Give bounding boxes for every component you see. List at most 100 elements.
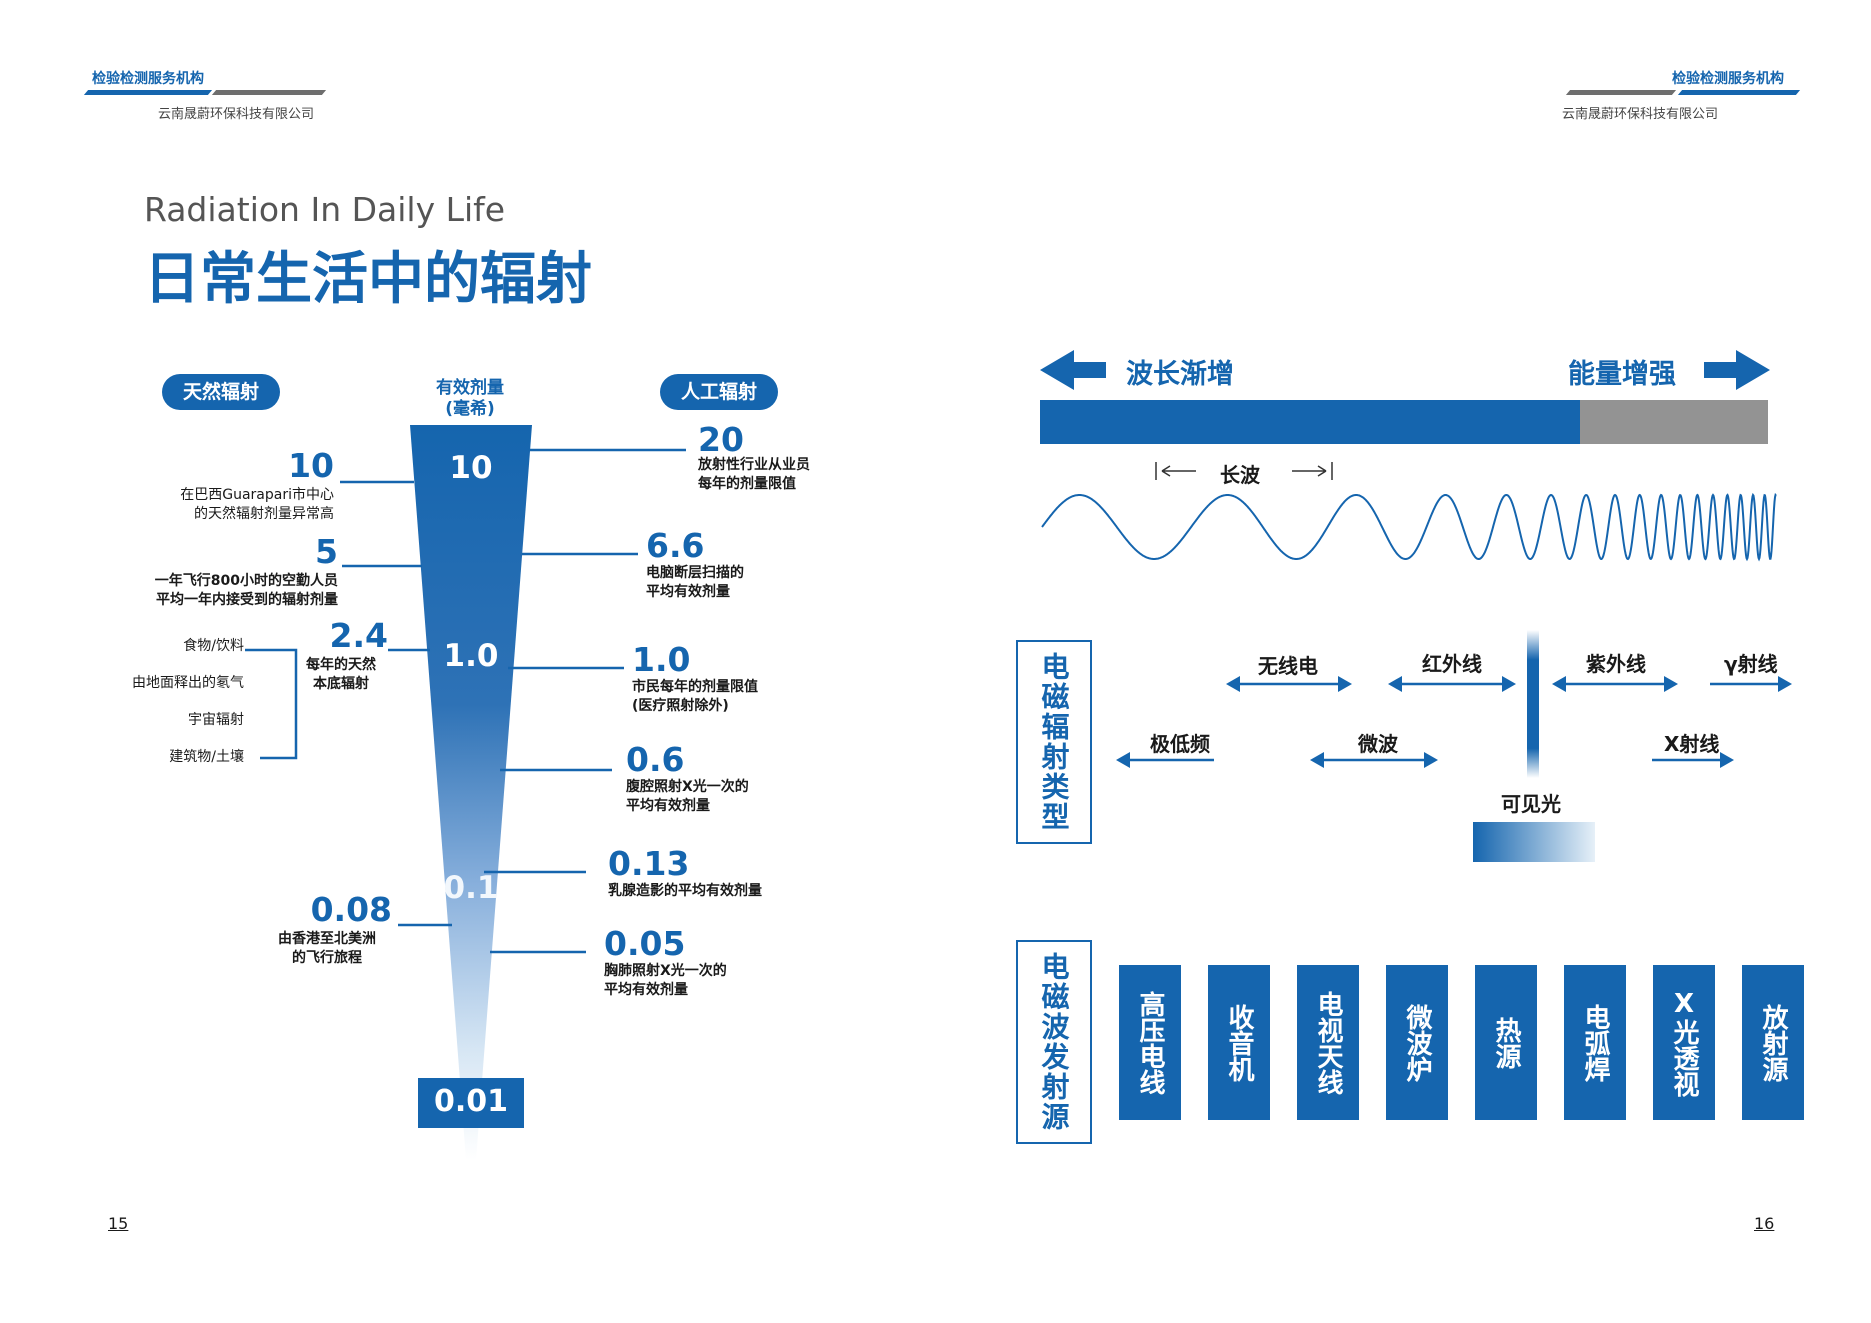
artificial-value-0-6: 0.6 <box>626 740 685 779</box>
title-chinese: 日常生活中的辐射 <box>144 247 592 312</box>
source-arc-welding: 电弧焊 <box>1580 1003 1610 1082</box>
natural-text-2-4: 每年的天然 本底辐射 <box>296 656 386 694</box>
radio-arrow <box>1226 676 1352 692</box>
gamma-arrow <box>1710 676 1792 692</box>
background-bracket <box>245 648 298 760</box>
page-number-left: 15 <box>108 1214 129 1233</box>
em-types-title: 电磁辐射类型 <box>1016 640 1092 844</box>
wavelength-arrow-left <box>1040 350 1106 390</box>
long-wave-label: 长波 <box>1220 463 1260 487</box>
source-radio: 收音机 <box>1224 1003 1254 1082</box>
artificial-text-0-05-line1: 胸肺照射X光一次的 <box>604 963 727 979</box>
frequency-wave <box>1041 492 1777 562</box>
right-company-name: 云南晟蔚环保科技有限公司 <box>1562 107 1719 122</box>
dose-cone <box>410 425 532 1160</box>
source-box-radioactive: 放射源 <box>1742 965 1804 1120</box>
natural-text-10: 在巴西Guarapari市中心 的天然辐射剂量异常高 <box>140 486 334 524</box>
natural-radiation-pill: 天然辐射 <box>162 374 280 410</box>
source-microwave-oven: 微波炉 <box>1402 1003 1432 1082</box>
em-type-elf: 极低频 <box>1150 732 1210 756</box>
microwave-arrow <box>1310 752 1438 768</box>
em-types-title-text: 电磁辐射类型 <box>1037 652 1071 832</box>
natural-value-2-4: 2.4 <box>329 616 388 655</box>
infrared-arrow <box>1388 676 1516 692</box>
source-box-arc-welding: 电弧焊 <box>1564 965 1626 1120</box>
left-company-name: 云南晟蔚环保科技有限公司 <box>158 107 315 122</box>
em-type-ultraviolet: 紫外线 <box>1586 652 1646 676</box>
title-english: Radiation In Daily Life <box>144 190 506 229</box>
artificial-text-0-13: 乳腺造影的平均有效剂量 <box>608 882 762 901</box>
natural-text-10-line2: 的天然辐射剂量异常高 <box>194 506 334 522</box>
artificial-text-6-6-line1: 电脑断层扫描的 <box>646 565 744 581</box>
source-tv-antenna: 电视天线 <box>1313 990 1343 1095</box>
natural-text-2-4-line2: 本底辐射 <box>313 676 369 692</box>
dose-axis-header: 有效剂量 (毫希) <box>420 378 520 420</box>
em-type-gamma: γ射线 <box>1724 652 1778 676</box>
em-type-microwave: 微波 <box>1358 732 1398 756</box>
elf-arrow <box>1116 752 1214 768</box>
artificial-text-1-0-line1: 市民每年的剂量限值 <box>632 679 758 695</box>
long-wave-arrow-left <box>1161 465 1196 477</box>
artificial-value-20: 20 <box>698 420 744 459</box>
long-wave-arrow-right <box>1292 465 1327 477</box>
cone-label-1-0: 1.0 <box>443 638 499 674</box>
cone-bottom-box <box>418 1078 524 1128</box>
right-brand-title: 检验检测服务机构 <box>1672 71 1784 87</box>
wavelength-increase-label: 波长渐增 <box>1126 359 1234 390</box>
artificial-value-6-6: 6.6 <box>646 526 705 565</box>
em-type-xray: X射线 <box>1664 732 1720 756</box>
page-number-right: 16 <box>1754 1214 1775 1233</box>
natural-value-10: 10 <box>288 446 334 485</box>
background-source-radon: 由地面释出的氡气 <box>132 675 244 691</box>
spectrum-bar-blue <box>1040 400 1580 444</box>
cone-label-0-1: 0.1 <box>443 870 499 906</box>
source-high-voltage: 高压电线 <box>1135 990 1165 1095</box>
artificial-text-20-line2: 每年的剂量限值 <box>698 476 796 492</box>
artificial-value-0-05: 0.05 <box>604 924 686 963</box>
source-box-radio: 收音机 <box>1208 965 1270 1120</box>
source-box-high-voltage: 高压电线 <box>1119 965 1181 1120</box>
left-brand-title: 检验检测服务机构 <box>92 71 204 87</box>
em-sources-title-text: 电磁波发射源 <box>1037 952 1071 1132</box>
source-box-microwave-oven: 微波炉 <box>1386 965 1448 1120</box>
artificial-text-0-6-line1: 腹腔照射X光一次的 <box>626 779 749 795</box>
cone-label-0-01: 0.01 <box>433 1084 509 1119</box>
artificial-text-0-05-line2: 平均有效剂量 <box>604 982 688 998</box>
spectrum-bar-gray <box>1580 400 1768 444</box>
dose-axis-unit: (毫希) <box>445 399 495 419</box>
source-xray-fluoroscopy: X光透视 <box>1669 988 1699 1097</box>
natural-text-0-08: 由香港至北美洲 的飞行旅程 <box>262 930 392 968</box>
natural-value-5: 5 <box>315 532 338 571</box>
dose-axis-title: 有效剂量 <box>436 378 504 398</box>
cone-label-10: 10 <box>449 450 493 486</box>
energy-increase-label: 能量增强 <box>1568 359 1676 390</box>
source-radioactive: 放射源 <box>1758 1003 1788 1082</box>
em-type-radio: 无线电 <box>1258 654 1318 678</box>
em-type-infrared: 红外线 <box>1422 652 1482 676</box>
artificial-text-6-6-line2: 平均有效剂量 <box>646 584 730 600</box>
natural-text-0-08-line1: 由香港至北美洲 <box>278 931 376 947</box>
em-type-visible: 可见光 <box>1501 792 1561 816</box>
artificial-text-6-6: 电脑断层扫描的 平均有效剂量 <box>646 564 744 602</box>
artificial-text-0-13-line1: 乳腺造影的平均有效剂量 <box>608 883 762 899</box>
source-heat-source: 热源 <box>1491 1016 1521 1069</box>
source-box-xray-fluoroscopy: X光透视 <box>1653 965 1715 1120</box>
background-source-food: 食物/饮料 <box>183 638 244 654</box>
background-source-building: 建筑物/土壤 <box>169 749 244 765</box>
artificial-text-0-6: 腹腔照射X光一次的 平均有效剂量 <box>626 778 749 816</box>
visible-light-swatch <box>1473 822 1595 862</box>
artificial-text-20: 放射性行业从业员 每年的剂量限值 <box>698 456 810 494</box>
natural-text-5: 一年飞行800小时的空勤人员 平均一年内接受到的辐射剂量 <box>120 572 338 610</box>
artificial-text-1-0: 市民每年的剂量限值 (医疗照射除外) <box>632 678 758 716</box>
source-box-tv-antenna: 电视天线 <box>1297 965 1359 1120</box>
artificial-text-1-0-line2: (医疗照射除外) <box>632 698 729 714</box>
energy-arrow-right <box>1704 350 1770 390</box>
artificial-text-0-6-line2: 平均有效剂量 <box>626 798 710 814</box>
natural-text-5-line2: 平均一年内接受到的辐射剂量 <box>156 592 338 608</box>
natural-text-0-08-line2: 的飞行旅程 <box>292 950 362 966</box>
background-source-cosmic: 宇宙辐射 <box>188 712 244 728</box>
natural-text-10-line1: 在巴西Guarapari市中心 <box>180 487 334 503</box>
artificial-value-1-0: 1.0 <box>632 640 691 679</box>
